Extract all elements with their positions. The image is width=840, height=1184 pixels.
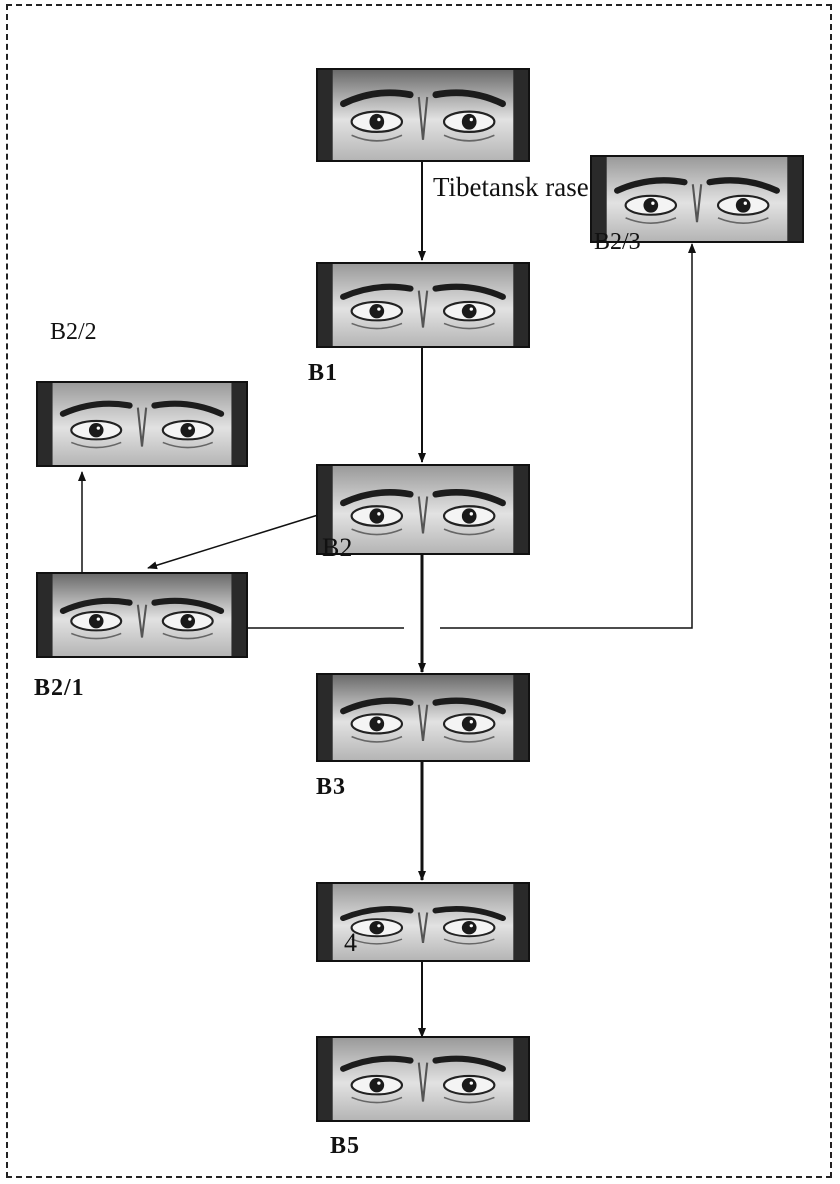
eyes-illustration <box>592 157 802 241</box>
node-label-b2: B2 <box>322 533 353 562</box>
node-label-b5: B5 <box>330 1133 361 1159</box>
eyes-illustration <box>318 675 528 760</box>
eyes-illustration <box>318 466 528 553</box>
node-label-b2-3: B2/3 <box>594 229 641 255</box>
eyes-illustration <box>318 70 528 160</box>
eyes-photo-b2 <box>316 464 530 555</box>
node-label-b3: B3 <box>316 774 347 800</box>
eyes-illustration <box>38 574 246 656</box>
eyes-photo-b1 <box>316 262 530 348</box>
eyes-photo-b5 <box>316 1036 530 1122</box>
arrow-b2-b2-1 <box>147 514 319 570</box>
eyes-photo-b3 <box>316 673 530 762</box>
eyes-photo-b0 <box>316 68 530 162</box>
eyes-photo-b4 <box>316 882 530 962</box>
page-border <box>6 4 832 1178</box>
node-label-b2-2: B2/2 <box>50 319 97 345</box>
eyes-illustration <box>318 264 528 346</box>
eyes-illustration <box>318 884 528 960</box>
eyes-photo-b2-1 <box>36 572 248 658</box>
node-label-b2-1: B2/1 <box>34 675 85 701</box>
node-label-b1: B1 <box>308 360 339 386</box>
eyes-photo-b2-3 <box>590 155 804 243</box>
eyes-illustration <box>318 1038 528 1120</box>
eyes-photo-b2-2 <box>36 381 248 467</box>
node-label-b4: 4 <box>344 928 357 957</box>
arrow-b2-1-b2-3-tail <box>440 243 696 629</box>
origin-label: Tibetansk rase <box>433 172 589 202</box>
eyes-illustration <box>38 383 246 465</box>
